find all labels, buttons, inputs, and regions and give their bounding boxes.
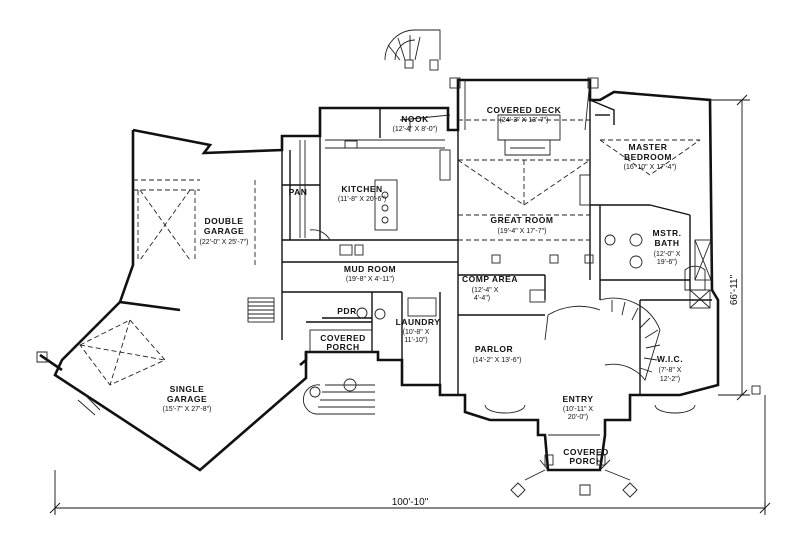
covered-deck-label: COVERED DECK (487, 105, 562, 115)
mstr-bath-label: MSTR. (653, 228, 682, 238)
deck-details (384, 29, 599, 156)
covered-porch-side-label: COVERED (320, 333, 366, 343)
entry-dim: (10'-11" X (563, 406, 593, 413)
dimension-lines: 100'-10" 66'-11" (49, 94, 771, 515)
covered-porch-side-label-2: PORCH (326, 342, 359, 352)
wic-dim: (7'-8" X (659, 367, 682, 374)
mstr-bath-dim: (12'-0" X (654, 251, 681, 258)
pdr-label: PDR (337, 306, 356, 316)
parlor-label: PARLOR (475, 344, 513, 354)
overall-depth-label: 66'-11" (729, 274, 740, 305)
laundry-dim: (10'-8" X (403, 329, 430, 336)
single-garage-dim: (15'-7" X 27'-8") (163, 406, 212, 413)
kitchen-fixtures (299, 114, 451, 256)
mstr-bath-dim-2: 19'-6") (657, 259, 677, 266)
room-labels: NOOK (12'-4" X 8'-0") COVERED DECK (24'-… (163, 105, 683, 466)
entry-label: ENTRY (563, 394, 594, 404)
comp-area-label: COMP AREA (462, 274, 518, 284)
parlor-dim: (14'-2" X 13'-6") (473, 357, 522, 364)
great-room-label: GREAT ROOM (491, 215, 554, 225)
covered-deck-dim: (24'-3" X 13'-7") (500, 117, 549, 124)
mud-room-dim: (19'-8" X 4'-11") (346, 276, 394, 283)
comp-area-dim-2: 4'-4") (474, 295, 490, 302)
wic-dim-2: 12'-2") (660, 376, 680, 383)
double-garage-label-2: GARAGE (204, 226, 244, 236)
master-bedroom-dim: (16'-10" X 17'-4") (624, 164, 677, 171)
comp-area-dim: (12'-4" X (472, 287, 499, 294)
kitchen-label: KITCHEN (341, 184, 382, 194)
ceiling-lines (79, 139, 701, 386)
laundry-label: LAUNDRY (396, 317, 441, 327)
exterior-walls (39, 78, 720, 472)
wic-label: W.I.C. (657, 354, 683, 364)
double-garage-dim: (22'-0" X 25'-7") (200, 239, 249, 246)
overall-width-label: 100'-10" (392, 497, 429, 508)
interior-walls (282, 99, 712, 395)
mud-room-label: MUD ROOM (344, 264, 396, 274)
kitchen-dim: (11'-8" X 20'-6") (338, 196, 386, 203)
great-room-dim: (19'-4" X 17'-7") (498, 228, 547, 235)
single-garage-label: SINGLE (170, 384, 205, 394)
laundry-dim-2: 11'-10") (404, 337, 428, 344)
mstr-bath-label-2: BATH (655, 238, 680, 248)
stairs-porches (36, 174, 712, 498)
nook-dim: (12'-4" X 8'-0") (393, 126, 438, 133)
nook-label: NOOK (401, 114, 429, 124)
covered-porch-front-label: COVERED (563, 447, 609, 457)
single-garage-label-2: GARAGE (167, 394, 207, 404)
covered-porch-front-label-2: PORCH (569, 456, 602, 466)
double-garage-label: DOUBLE (205, 216, 244, 226)
master-bedroom-label: MASTER (629, 142, 668, 152)
master-bedroom-label-2: BEDROOM (624, 152, 672, 162)
pan-label: PAN (289, 187, 308, 197)
entry-dim-2: 20'-0") (568, 414, 588, 421)
